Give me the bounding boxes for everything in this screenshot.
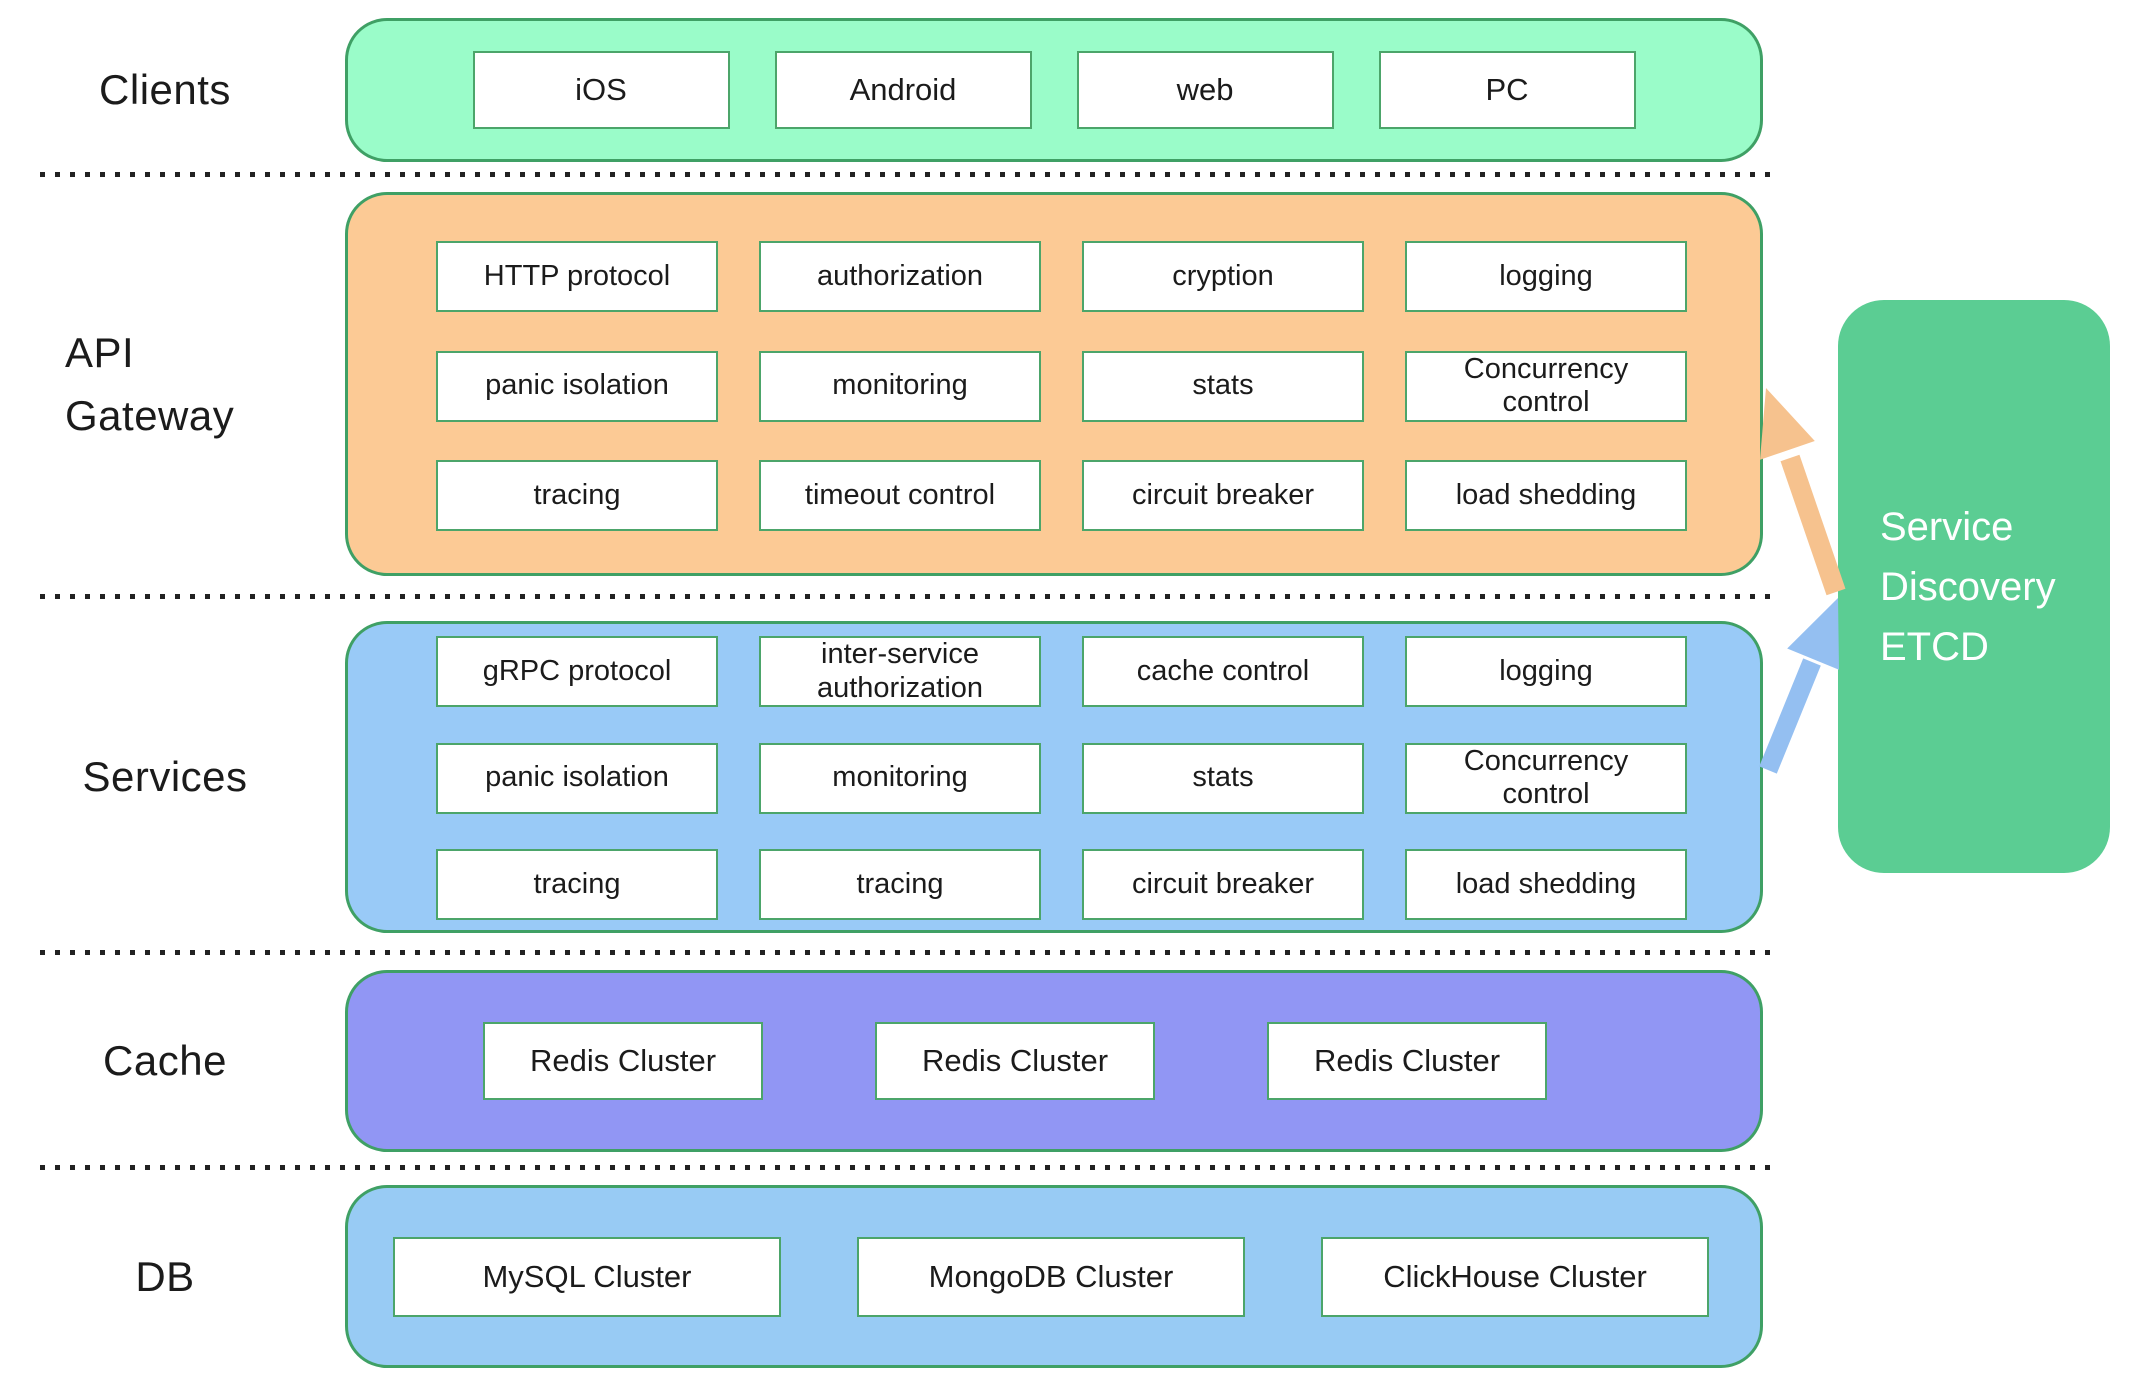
clients-item: web bbox=[1076, 51, 1334, 129]
db-item: MySQL Cluster bbox=[393, 1236, 781, 1317]
services-item: monitoring bbox=[759, 742, 1041, 814]
clients-item: iOS bbox=[472, 51, 730, 129]
services-item: Concurrency control bbox=[1405, 742, 1687, 814]
services-item: tracing bbox=[436, 849, 718, 920]
separator-cache-db bbox=[40, 1165, 1770, 1170]
services-item: panic isolation bbox=[436, 742, 718, 814]
services-item: logging bbox=[1405, 636, 1687, 707]
gateway-item: timeout control bbox=[759, 460, 1041, 531]
clients-item: Android bbox=[774, 51, 1032, 129]
db-band: MySQL Cluster MongoDB Cluster ClickHouse… bbox=[345, 1185, 1763, 1368]
gateway-item: circuit breaker bbox=[1082, 460, 1364, 531]
layer-label-api-gateway: API Gateway bbox=[30, 192, 300, 576]
gateway-item: HTTP protocol bbox=[436, 241, 718, 312]
layer-label-db: DB bbox=[30, 1185, 300, 1368]
gateway-item: monitoring bbox=[759, 350, 1041, 422]
db-item: MongoDB Cluster bbox=[857, 1236, 1245, 1317]
layer-label-cache-text: Cache bbox=[103, 1037, 227, 1084]
cache-item: Redis Cluster bbox=[1267, 1022, 1547, 1100]
gateway-item: logging bbox=[1405, 241, 1687, 312]
gateway-item: Concurrency control bbox=[1405, 350, 1687, 422]
api-gateway-band: HTTP protocol authorization cryption log… bbox=[345, 192, 1763, 576]
service-discovery-etcd-label: Service Discovery ETCD bbox=[1880, 504, 2056, 669]
layer-label-services-text: Services bbox=[82, 753, 248, 800]
gateway-item: panic isolation bbox=[436, 350, 718, 422]
layer-label-clients-text: Clients bbox=[99, 66, 231, 113]
layer-label-db-text: DB bbox=[135, 1252, 195, 1300]
cache-item: Redis Cluster bbox=[483, 1022, 763, 1100]
services-item: cache control bbox=[1082, 636, 1364, 707]
cache-item: Redis Cluster bbox=[875, 1022, 1155, 1100]
clients-band: iOS Android web PC bbox=[345, 18, 1763, 162]
separator-gateway-services bbox=[40, 594, 1770, 599]
services-item: circuit breaker bbox=[1082, 849, 1364, 920]
separator-clients-gateway bbox=[40, 172, 1770, 177]
services-to-etcd-arrow bbox=[1759, 598, 1839, 774]
services-band: gRPC protocol inter-service authorizatio… bbox=[345, 621, 1763, 933]
layer-label-cache: Cache bbox=[30, 970, 300, 1152]
services-item: inter-service authorization bbox=[759, 636, 1041, 707]
service-discovery-etcd-box: Service Discovery ETCD bbox=[1838, 300, 2110, 873]
gateway-item: stats bbox=[1082, 350, 1364, 422]
clients-item: PC bbox=[1378, 51, 1636, 129]
etcd-to-api-gateway-arrow bbox=[1760, 388, 1846, 596]
cache-band: Redis Cluster Redis Cluster Redis Cluste… bbox=[345, 970, 1763, 1152]
layer-label-clients: Clients bbox=[30, 18, 300, 162]
services-item: stats bbox=[1082, 742, 1364, 814]
separator-services-cache bbox=[40, 950, 1770, 955]
gateway-item: authorization bbox=[759, 241, 1041, 312]
services-item: tracing bbox=[759, 849, 1041, 920]
layer-label-services: Services bbox=[30, 621, 300, 933]
db-item: ClickHouse Cluster bbox=[1321, 1236, 1709, 1317]
layer-label-api-gateway-text: API Gateway bbox=[65, 329, 235, 439]
gateway-item: cryption bbox=[1082, 241, 1364, 312]
gateway-item: tracing bbox=[436, 460, 718, 531]
services-item: gRPC protocol bbox=[436, 636, 718, 707]
services-item: load shedding bbox=[1405, 849, 1687, 920]
gateway-item: load shedding bbox=[1405, 460, 1687, 531]
